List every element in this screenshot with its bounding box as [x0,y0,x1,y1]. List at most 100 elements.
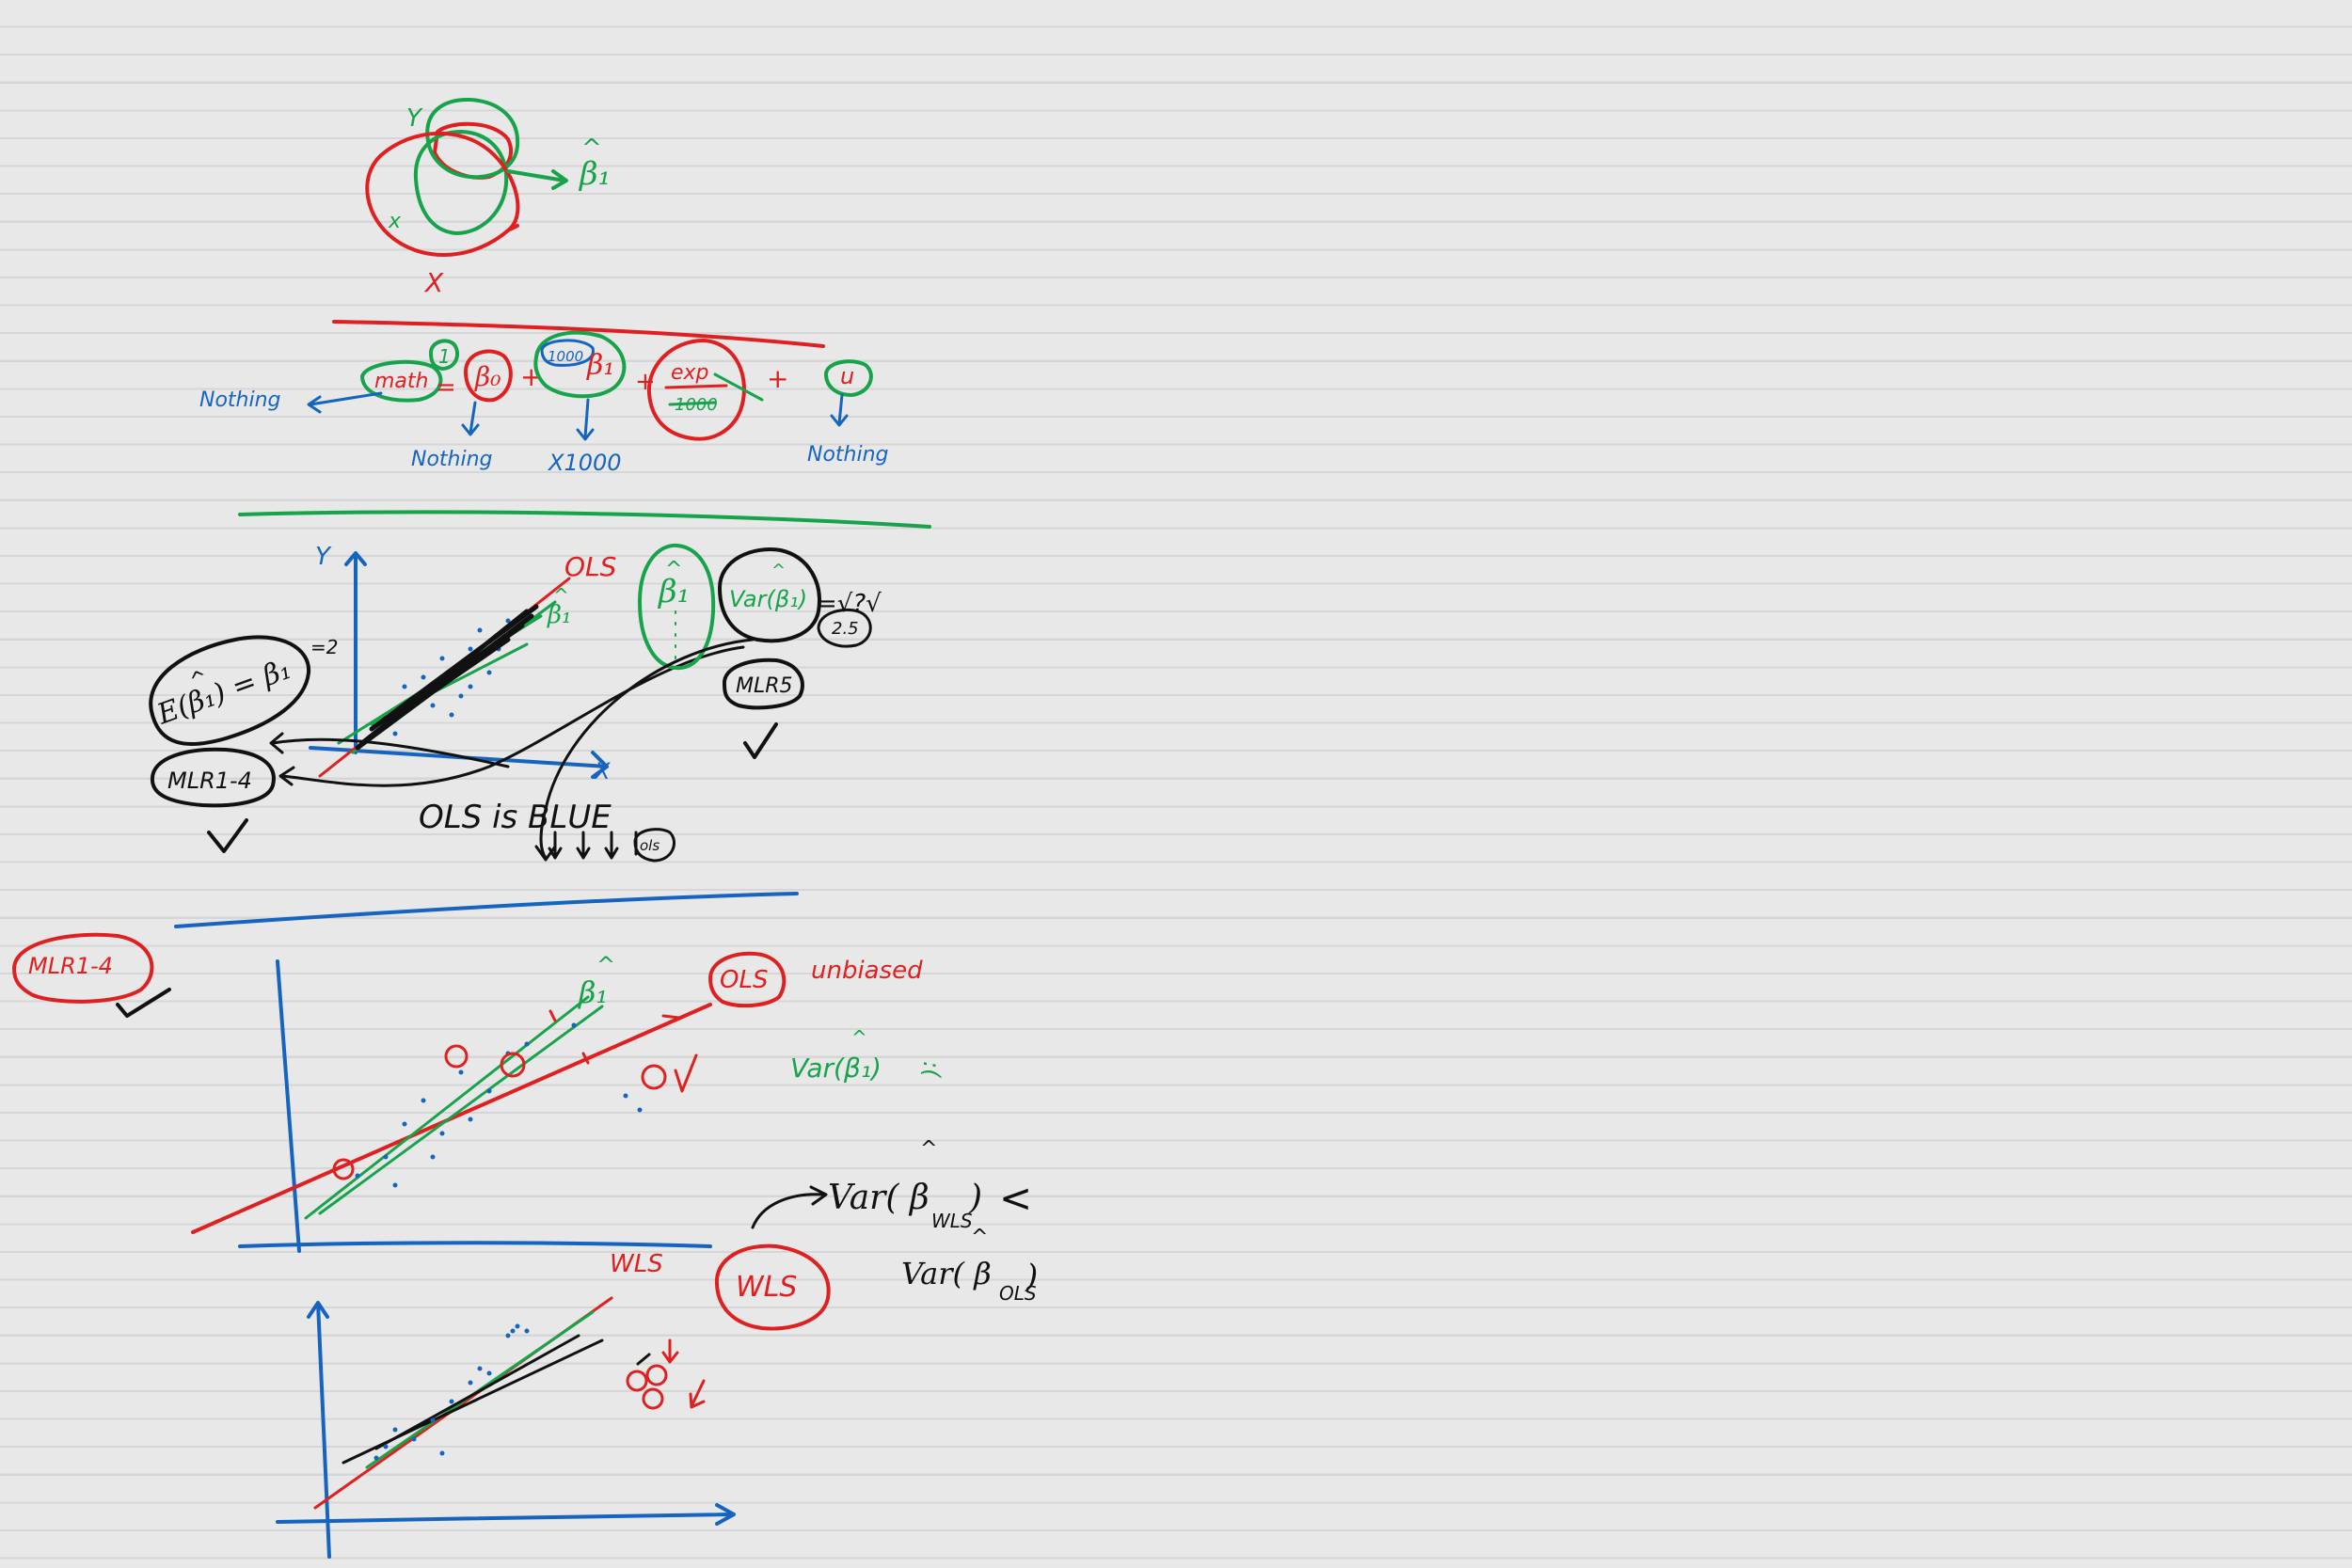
wls-axis-x-top [238,1241,712,1248]
wls-label: WLS [610,1250,663,1278]
var-wls-close: ) [968,1179,982,1217]
var-hat: ^ [771,561,786,580]
ols-section: Y X OLS β₁ ^ E(β₁) = β₁ ^ =2 MLR1-4 β₁ ^ [149,543,882,863]
venn-arrow [506,169,568,190]
eq-exp-top: exp [671,361,709,385]
wls-black-line-bottom-2 [374,1334,580,1450]
circle-b1 [533,330,627,399]
ols-circle-red [708,951,787,1008]
arrow-to-mlr-2 [278,645,745,787]
wls-axis-y-top [276,959,301,1253]
wls-axis-y-bottom [307,1301,331,1559]
wls-scatter-top [355,1022,643,1188]
outlier-3 [500,1052,526,1078]
eq-u: u [840,363,854,389]
equation-row: math = 1 β₀ + 1000 β₁ + exp 1000 + u Not… [199,330,889,476]
var-ols: Var( β [901,1256,992,1291]
ols-circle-label: OLS [720,966,768,994]
eq-b1: β₁ [586,349,614,382]
circle-exp [646,339,746,441]
mlr5-check [743,722,778,759]
beta-big-hat: ^ [665,558,682,581]
outlier-4 [641,1064,667,1090]
note-left: Nothing [199,388,281,412]
box-mlr5: MLR5 [736,674,793,698]
venn-diagram: Y x X β₁ ^ [365,97,611,298]
venn-circle-y [425,97,520,180]
ols-x-label: X [593,758,611,784]
eq-lhs: math [374,370,428,393]
venn-small-x-label: x [388,210,402,233]
var-wls-sub: WLS [931,1210,973,1232]
eq-b0: β₀ [474,361,501,392]
eq-scale: 1000 [548,348,583,365]
var-green: Var(β₁) [790,1053,882,1084]
var-green-hat: ^ [851,1026,867,1049]
venn-beta-hat: ^ [581,135,602,163]
mlr-check-red [116,988,171,1018]
wls-beta-hat: ^ [596,952,615,978]
note-b1: X1000 [547,450,622,476]
arrow-b1-note [576,398,595,441]
wls-scatter-bottom [373,1323,530,1461]
mlr-oval-red [12,932,154,1004]
eq-equals: = [436,373,456,402]
wls-green-line-top [304,995,590,1220]
wls-beta-label: β₁ [578,974,608,1010]
ols-beta-label: β₁ [547,601,571,629]
circle-u [824,359,873,397]
venn-circle-x-green [413,130,509,235]
beta-big: β₁ [657,573,690,610]
divider-blue [174,892,799,928]
expect-oval [149,635,311,746]
ols-y-axis [344,551,367,754]
wls-axis-x-bottom [276,1503,736,1526]
var-ols-sub: OLS [999,1282,1037,1305]
venn-y-label: Y [406,104,423,133]
exp-strike [668,372,764,406]
arrow-b0-note [461,401,480,436]
ols-blue: OLS is BLUE [419,799,612,836]
circle-math [360,359,443,403]
beta-oval-green [638,543,716,671]
note-u: Nothing [807,443,889,467]
small-ols: ols [640,837,660,854]
wls-green-line-top-2 [318,1005,604,1215]
small-ols-oval [633,828,675,863]
wls-circle-red [714,1243,831,1331]
expect-squared: =2 [310,636,338,658]
var-ols-hat: ^ [971,1226,988,1249]
arrow-to-var-wls [751,1185,828,1229]
divider-green [238,510,931,529]
ols-y-label: Y [315,543,332,571]
arrow-u-note [830,393,849,427]
venn-x-label: X [423,267,444,298]
eq-one: 1 [438,345,451,368]
outlier-1 [332,1158,355,1180]
residual-marks [548,1009,681,1065]
mlr-oval-black [150,747,276,808]
note-b0: Nothing [411,448,493,471]
exp-fraction-bar [664,384,728,389]
var-wls-hat: ^ [920,1137,937,1161]
var-wls: Var( β [828,1179,930,1217]
circle-one [429,339,460,371]
wls-section: MLR1-4 β₁ ^ OLS unbiased Var(β₁) ^ :( [12,932,1038,1559]
blue-arrows [548,831,638,860]
eq-exp-bottom: 1000 [675,395,718,415]
box-25: 2.5 [832,619,859,639]
ols-black-fill [355,604,539,751]
arrow-left-note [307,391,383,414]
oval-mlr5 [723,657,804,710]
outlier-check [674,1053,698,1093]
oval-25 [817,608,872,648]
venn-beta-label: β₁ [578,155,611,193]
var-oval [718,547,821,643]
wls-circle-label: WLS [736,1271,797,1304]
circle-scale [540,339,595,367]
circle-b0 [464,349,513,403]
frown-face: :( [918,1061,945,1079]
var-ols-close: ) [1025,1258,1038,1295]
